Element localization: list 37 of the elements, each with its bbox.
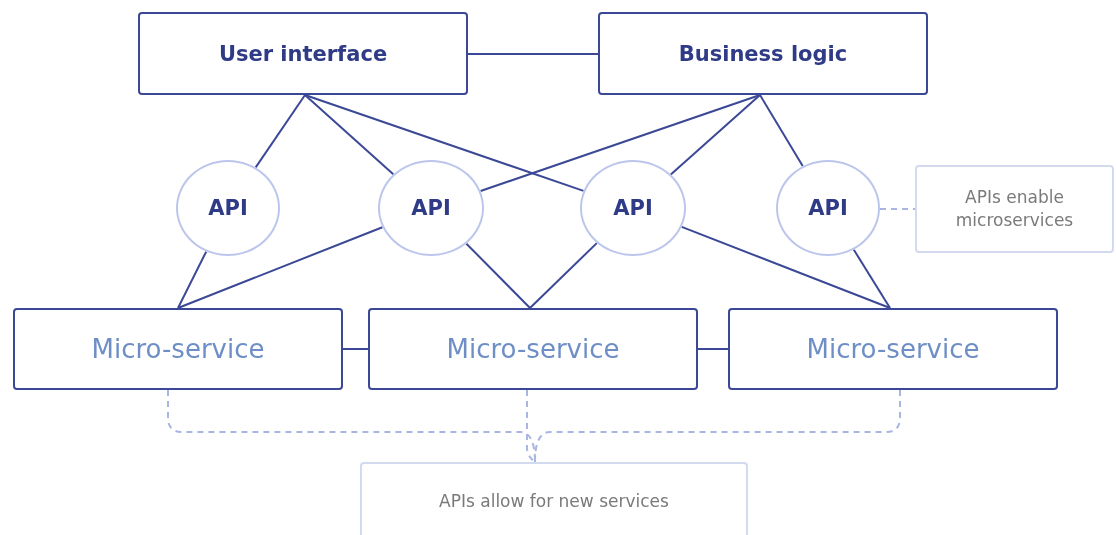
api-label: API <box>808 196 848 220</box>
connector-line <box>342 348 369 350</box>
connector-line <box>465 242 531 309</box>
connector-line <box>852 248 891 309</box>
connector-line <box>304 94 395 176</box>
api-ellipse <box>378 160 484 256</box>
connector-line <box>759 94 804 167</box>
dashed-connector <box>879 208 916 210</box>
note-box <box>915 165 1114 253</box>
box-label: Micro-service <box>446 334 620 364</box>
connector-line <box>304 94 585 192</box>
box-label: User interface <box>218 41 388 66</box>
box-label: Business logic <box>678 41 848 66</box>
connector-line <box>529 242 598 309</box>
api-label: API <box>411 196 451 220</box>
connector-line <box>669 94 761 176</box>
box-label: Micro-service <box>91 334 265 364</box>
connector-line <box>177 226 384 309</box>
service-box <box>13 308 343 390</box>
connector-line <box>697 348 729 350</box>
api-label: API <box>613 196 653 220</box>
note-text: APIs allow for new services <box>439 490 669 513</box>
box-label: Micro-service <box>806 334 980 364</box>
process-box <box>138 12 468 95</box>
service-box <box>728 308 1058 390</box>
api-label: API <box>208 196 248 220</box>
connector-line <box>680 225 891 309</box>
connector-line <box>254 94 306 169</box>
service-box <box>368 308 698 390</box>
dashed-connector <box>526 389 536 463</box>
dashed-connector <box>534 389 901 463</box>
connector-line <box>467 53 599 55</box>
process-box <box>598 12 928 95</box>
note-text: APIs enable microservices <box>954 186 1075 232</box>
connector-line <box>177 250 208 309</box>
connector-line <box>479 94 761 192</box>
note-box <box>360 462 748 535</box>
